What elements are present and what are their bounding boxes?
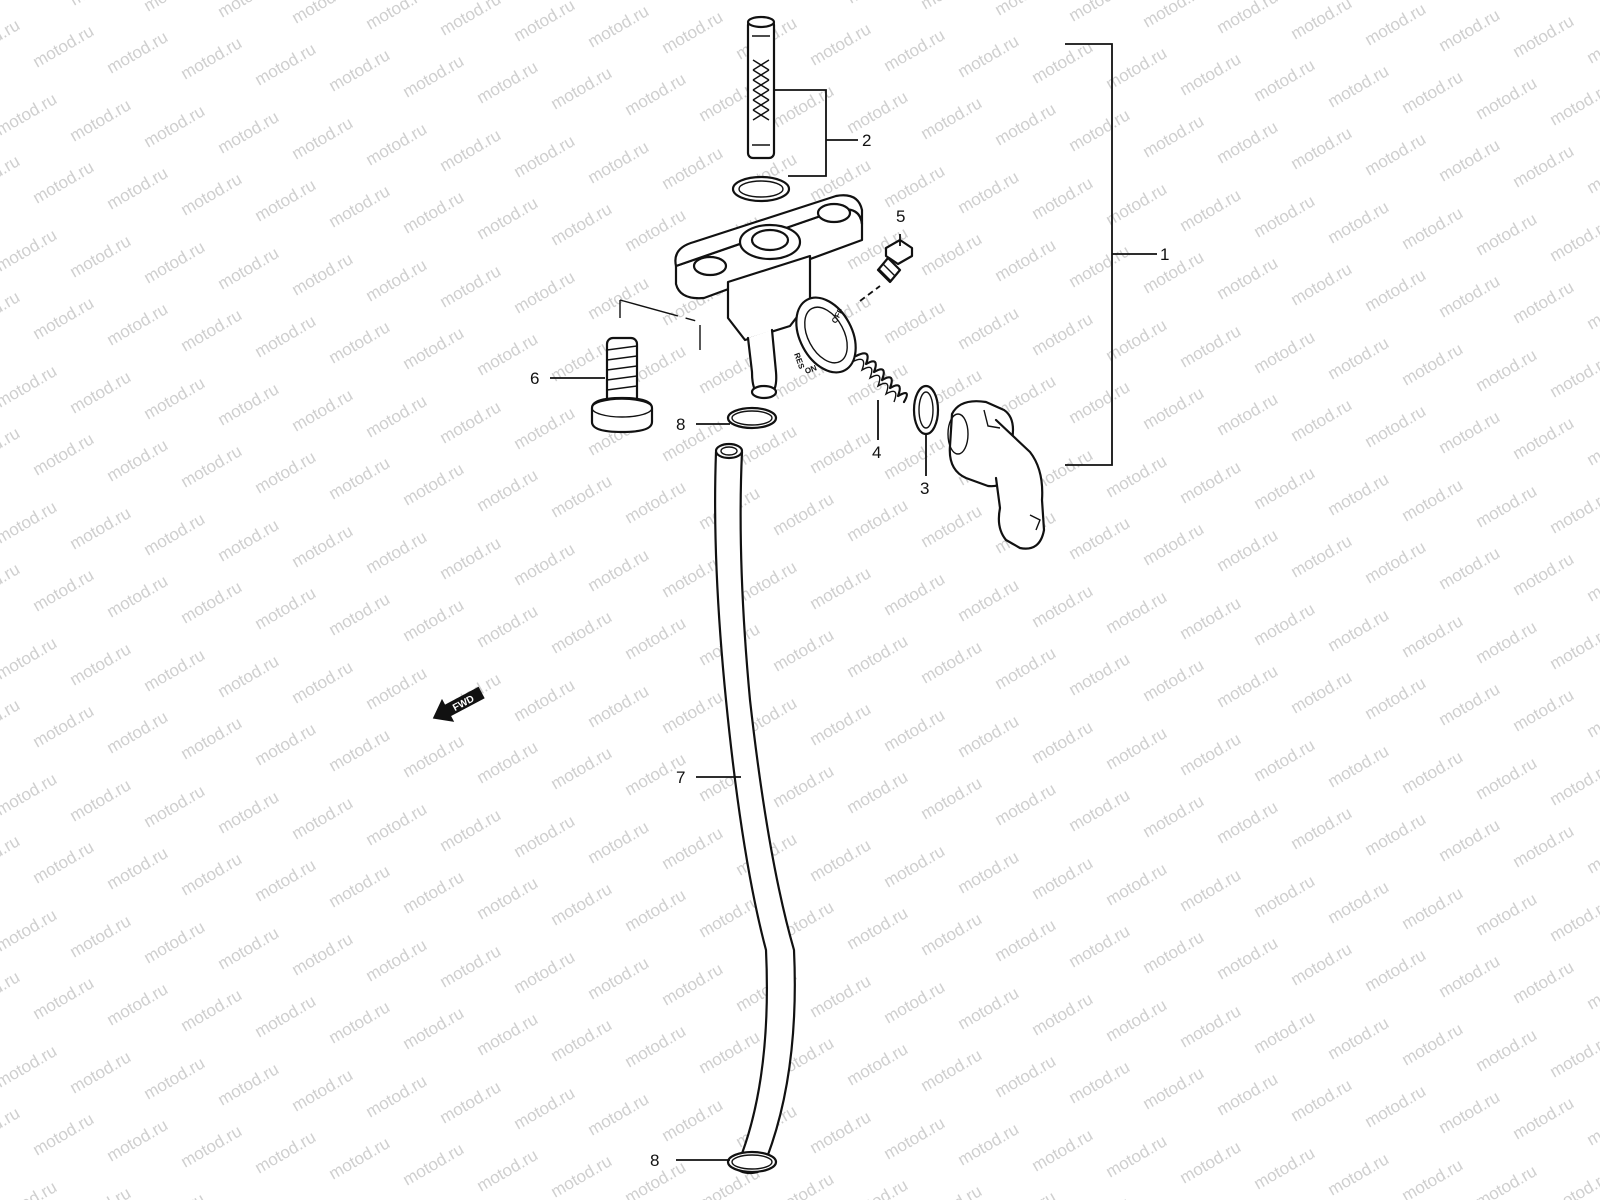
- dial-label-on: ON: [804, 363, 819, 376]
- fuel-valve-body: OFF ON RES: [674, 194, 864, 400]
- callout-8-upper: 8: [676, 415, 685, 434]
- assembly-bracket: [1065, 43, 1157, 466]
- callout-2: 2: [862, 131, 871, 150]
- hose-clamp-lower: [726, 1150, 778, 1174]
- callout-1: 1: [1160, 245, 1169, 264]
- valve-lever: [947, 400, 1046, 550]
- hose-clamp-upper: [726, 406, 778, 430]
- callout-5: 5: [896, 207, 905, 226]
- callout-3: 3: [920, 479, 929, 498]
- fuel-filter-strainer: [746, 15, 776, 160]
- callout-4: 4: [872, 443, 881, 462]
- fuel-hose: [714, 442, 796, 1175]
- drain-screw: [859, 234, 914, 302]
- forward-direction-badge: FWD: [432, 686, 485, 722]
- forward-direction-label: FWD: [451, 694, 476, 714]
- valve-spring: [851, 352, 908, 404]
- mounting-guide: [619, 299, 701, 350]
- mounting-bolt: [590, 336, 654, 434]
- callout-8-lower: 8: [650, 1151, 659, 1170]
- callout-7: 7: [676, 768, 685, 787]
- lever-o-ring: [912, 384, 940, 436]
- callout-6: 6: [530, 369, 539, 388]
